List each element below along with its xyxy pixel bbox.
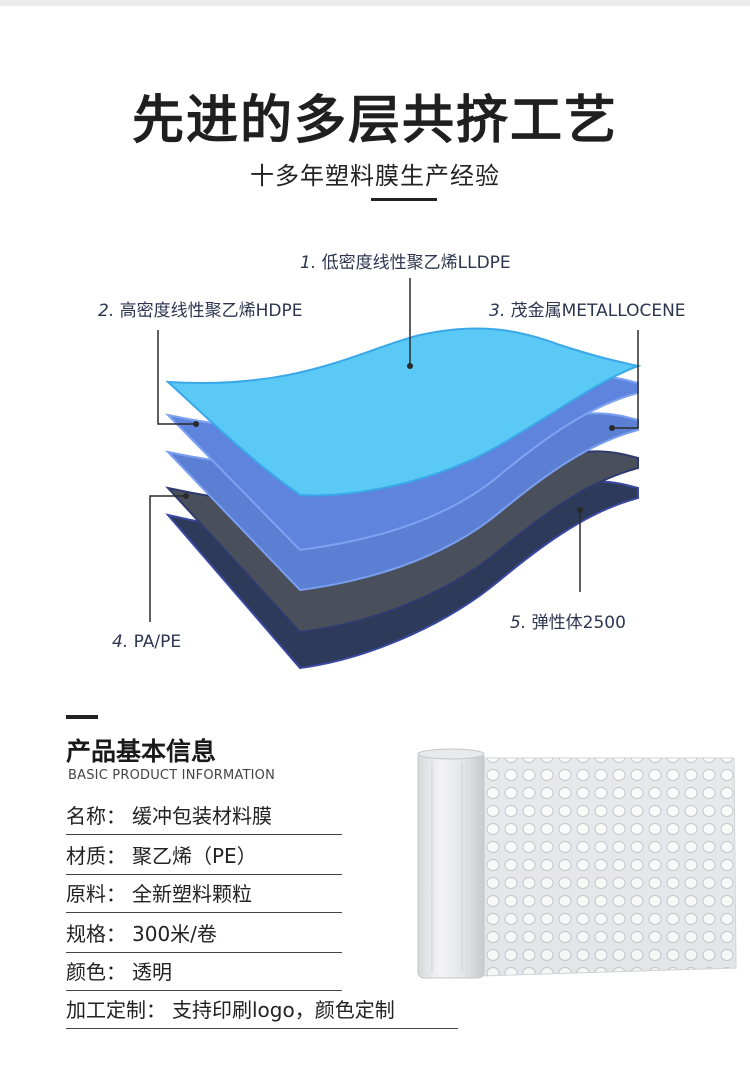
leader-line-2 <box>157 330 196 425</box>
leader-dot-5 <box>577 507 583 513</box>
spec-separator: ： <box>106 960 126 984</box>
layer-label-5: 5. 弹性体2500 <box>510 608 626 633</box>
page-title: 先进的多层共挤工艺 <box>131 91 618 151</box>
layer-top <box>165 327 642 497</box>
spec-value: 透明 <box>132 960 172 984</box>
spec-key: 原料 <box>66 882 106 906</box>
spec-row-material: 材质：聚乙烯（PE） <box>66 838 342 875</box>
layer-diagram-graphic <box>149 278 642 670</box>
layer-label-3: 3. 茂金属METALLOCENE <box>489 296 686 321</box>
bubble-film-roll <box>417 748 737 979</box>
layer-name: 弹性体2500 <box>531 613 626 633</box>
section-title: 产品基本信息 <box>66 737 217 766</box>
leader-line-4 <box>149 495 186 622</box>
layer-num: 4. <box>112 632 129 652</box>
spec-key: 规格 <box>66 922 106 946</box>
layer-name: PA/PE <box>133 632 182 652</box>
spec-row-name: 名称：缓冲包装材料膜 <box>66 798 342 835</box>
spec-separator: ： <box>106 922 126 946</box>
leader-dot-1 <box>407 363 413 369</box>
page-subtitle: 十多年塑料膜生产经验 <box>250 162 500 190</box>
layer-name: 低密度线性聚乙烯LLDPE <box>321 253 511 273</box>
spec-value: 全新塑料颗粒 <box>132 882 252 906</box>
spec-row-color: 颜色：透明 <box>66 954 342 991</box>
section-subtitle: BASIC PRODUCT INFORMATION <box>68 768 276 783</box>
spec-separator: ： <box>146 998 166 1022</box>
spec-value: 支持印刷logo，颜色定制 <box>172 998 395 1022</box>
layer-label-2: 2. 高密度线性聚乙烯HDPE <box>98 296 303 321</box>
leader-dot-2 <box>193 421 199 427</box>
layer-label-4: 4. PA/PE <box>112 632 181 652</box>
spec-row-size: 规格：300米/卷 <box>66 916 342 953</box>
spec-row-custom: 加工定制：支持印刷logo，颜色定制 <box>66 992 458 1029</box>
leader-dot-3 <box>609 425 615 431</box>
layer-label-1: 1. 低密度线性聚乙烯LLDPE <box>300 248 511 273</box>
title-underline <box>371 198 437 201</box>
spec-key: 加工定制 <box>66 998 146 1022</box>
spec-value: 缓冲包装材料膜 <box>132 804 272 828</box>
spec-value: 300米/卷 <box>132 922 217 946</box>
spec-separator: ： <box>106 804 126 828</box>
leader-dot-4 <box>183 493 189 499</box>
spec-key: 颜色 <box>66 960 106 984</box>
leader-line-3 <box>612 330 639 429</box>
layer-num: 2. <box>98 301 115 321</box>
layer-num: 1. <box>300 253 317 273</box>
spec-row-raw: 原料：全新塑料颗粒 <box>66 876 342 913</box>
spec-key: 名称 <box>66 804 106 828</box>
top-strip <box>0 0 750 6</box>
layer-num: 3. <box>489 301 506 321</box>
section-dash <box>66 715 98 719</box>
layer-name: 茂金属METALLOCENE <box>510 301 686 321</box>
layer-num: 5. <box>510 613 527 633</box>
layer-name: 高密度线性聚乙烯HDPE <box>119 301 303 321</box>
spec-separator: ： <box>106 844 126 868</box>
spec-value: 聚乙烯（PE） <box>132 844 257 868</box>
spec-separator: ： <box>106 882 126 906</box>
product-image <box>412 748 738 980</box>
spec-key: 材质 <box>66 844 106 868</box>
layer-diagram: 1. 低密度线性聚乙烯LLDPE 2. 高密度线性聚乙烯HDPE 3. 茂金属M… <box>0 230 750 690</box>
